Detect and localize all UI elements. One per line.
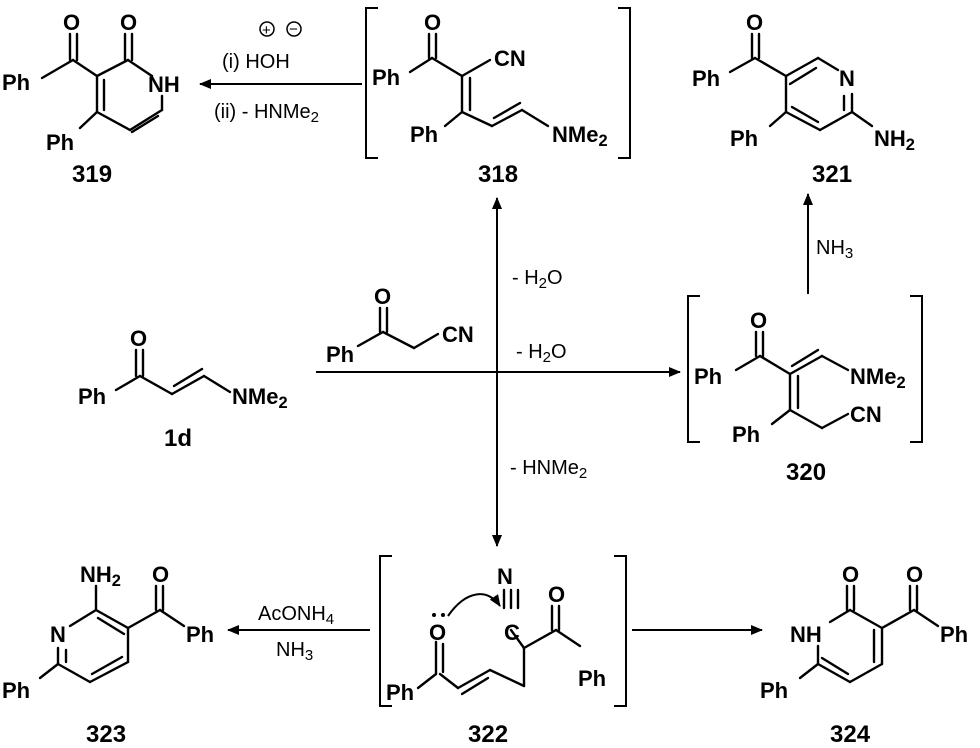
compound-number: 321: [812, 161, 852, 188]
condition-nh3: NH3: [816, 237, 853, 262]
condition-minus-water: - H2O: [512, 267, 563, 292]
condition-nh3: NH3: [276, 639, 313, 664]
compound-319: O O Ph NH Ph 319: [2, 10, 180, 188]
atom-ph: Ph: [372, 65, 400, 90]
atom-ph: Ph: [78, 384, 106, 409]
atom-n: N: [497, 564, 513, 589]
atom-ph: Ph: [46, 130, 74, 155]
condition-minus-hnme2: - HNMe2: [510, 457, 587, 482]
atom-ph: Ph: [730, 126, 758, 151]
atom-nme2: NMe2: [552, 122, 608, 150]
compound-number: 322: [468, 721, 508, 748]
atom-ph: Ph: [326, 342, 354, 367]
atom-c: C: [504, 620, 520, 645]
atom-ph: Ph: [2, 678, 30, 703]
condition-step-i: (i) HOH: [222, 51, 290, 73]
atom-ph: Ph: [692, 66, 720, 91]
atom-cn: CN: [850, 402, 882, 427]
atom-o: O: [63, 10, 80, 35]
atom-ph: Ph: [410, 122, 438, 147]
charge-symbols: + −: [259, 21, 302, 39]
atom-ph: Ph: [386, 680, 414, 705]
atom-nh: NH: [148, 72, 180, 97]
atom-o: O: [130, 326, 147, 351]
compound-1d: O Ph NMe2 1d: [78, 326, 288, 452]
compound-320: O Ph NMe2 Ph CN 320: [687, 295, 923, 486]
compound-323: NH2 O N Ph Ph 323: [2, 562, 214, 748]
atom-o: O: [548, 582, 565, 607]
condition-step-ii: (ii) - HNMe2: [214, 101, 319, 126]
atom-o: O: [906, 562, 923, 587]
atom-nh: NH: [790, 622, 822, 647]
atom-nme2: NMe2: [850, 364, 906, 392]
atom-ph: Ph: [186, 622, 214, 647]
atom-o: O: [120, 10, 137, 35]
compound-number: 1d: [164, 425, 192, 452]
atom-o: O: [750, 308, 767, 333]
atom-o: O: [424, 10, 441, 35]
compound-number: 318: [478, 161, 518, 188]
compound-324: O O NH Ph Ph 324: [760, 562, 968, 748]
atom-cn: CN: [442, 322, 474, 347]
compound-number: 324: [830, 721, 871, 748]
atom-n: N: [839, 66, 855, 91]
atom-nh2: NH2: [80, 562, 121, 590]
atom-ph: Ph: [578, 666, 606, 691]
compound-321: O Ph N Ph NH2 321: [692, 10, 915, 188]
atom-ph: Ph: [694, 364, 722, 389]
compound-number: 319: [72, 161, 112, 188]
atom-nme2: NMe2: [232, 384, 288, 412]
atom-ph: Ph: [760, 678, 788, 703]
compound-318: O CN Ph Ph NMe2 318: [365, 7, 631, 188]
minus-sign: −: [289, 21, 298, 38]
atom-ph: Ph: [732, 422, 760, 447]
compound-number: 320: [786, 459, 826, 486]
atom-ph: Ph: [2, 70, 30, 95]
compound-number: 323: [86, 721, 126, 748]
condition-minus-water: - H2O: [516, 341, 567, 366]
atom-o: O: [746, 10, 763, 35]
plus-sign: +: [262, 22, 271, 39]
atom-o: O: [374, 284, 391, 309]
atom-o: O: [429, 620, 446, 645]
atom-n: N: [50, 622, 66, 647]
atom-nh2: NH2: [874, 126, 915, 154]
condition-aconh4: AcONH4: [258, 603, 334, 628]
compound-322: N C O O Ph Ph 322: [379, 555, 627, 748]
atom-o: O: [152, 562, 169, 587]
reagent-benzoylacetonitrile: O Ph CN: [326, 284, 474, 367]
atom-ph: Ph: [940, 622, 968, 647]
atom-o: O: [842, 562, 859, 587]
atom-cn: CN: [494, 46, 526, 71]
